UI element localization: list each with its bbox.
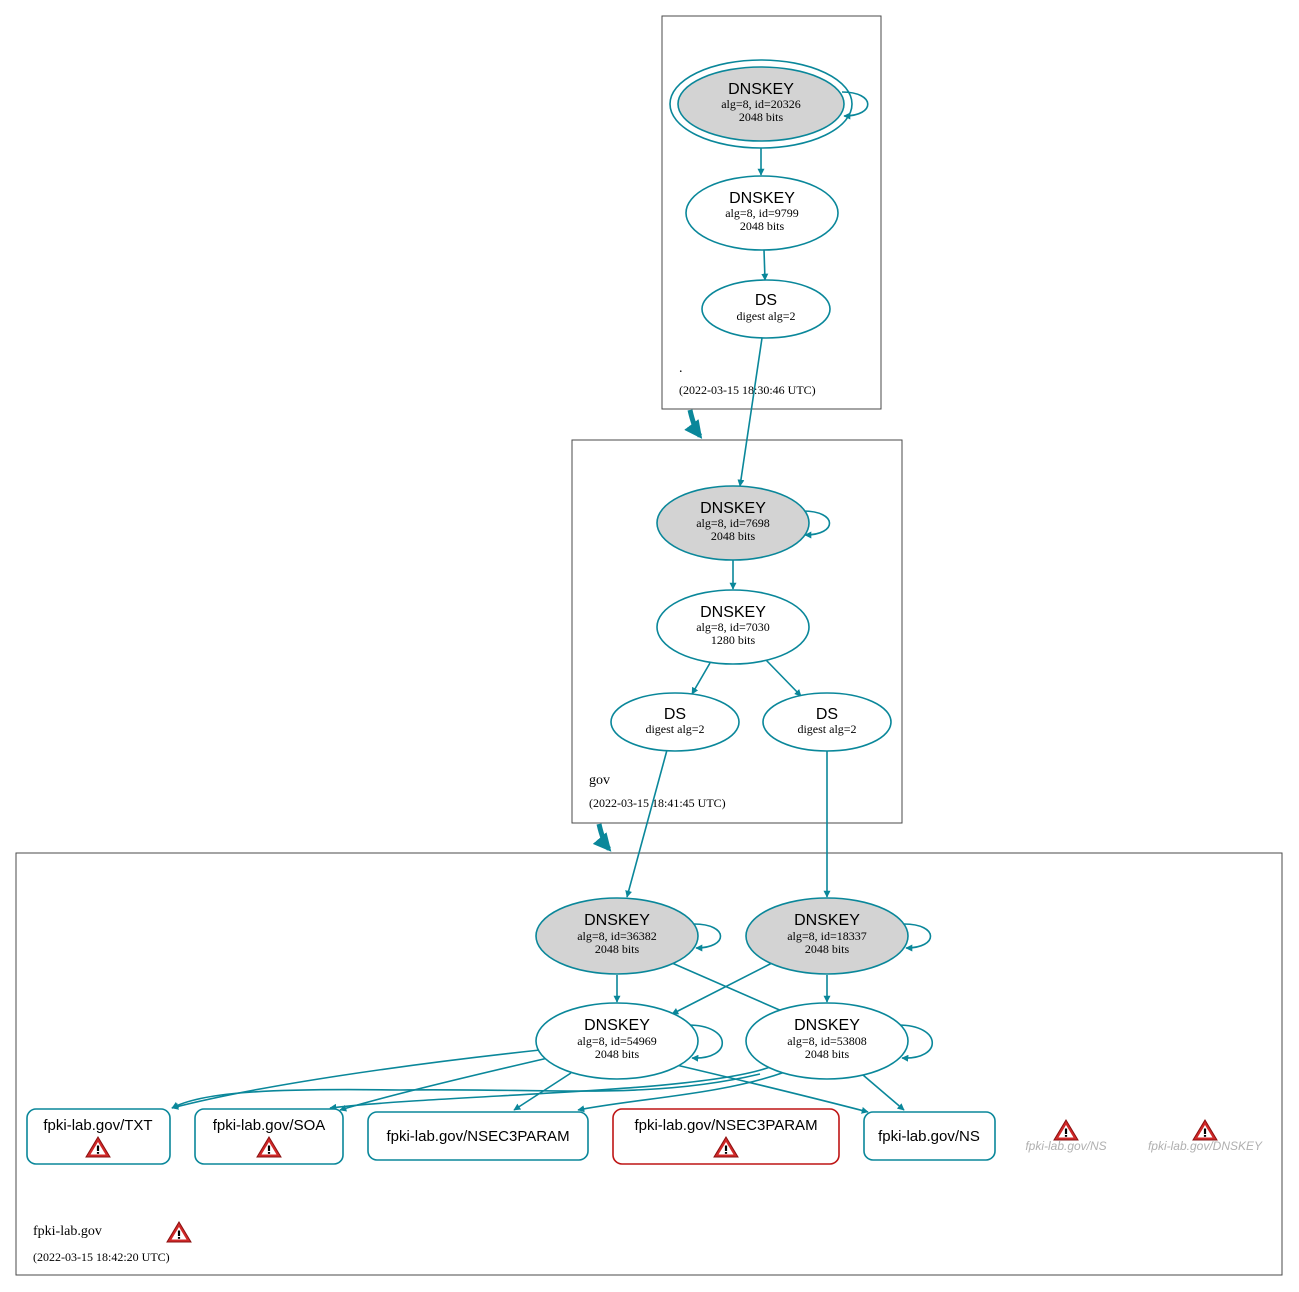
edge-f-zsk1-soa	[339, 1057, 549, 1112]
zone-box-root	[661, 15, 882, 410]
node-detail: 1280 bits	[711, 633, 756, 647]
missing-rrset-label: fpki-lab.gov/NS	[1025, 1139, 1106, 1153]
node-detail: 2048 bits	[805, 1047, 850, 1061]
node-type-label: DS	[816, 706, 838, 723]
node-type-label: DNSKEY	[728, 81, 794, 98]
node-fpki-ksk-1[interactable]: DNSKEY alg=8, id=36382 2048 bits	[535, 897, 699, 975]
rrset-label: fpki-lab.gov/NSEC3PARAM	[634, 1117, 817, 1134]
node-root-ksk[interactable]: DNSKEY alg=8, id=20326 2048 bits	[669, 59, 853, 149]
node-detail: digest alg=2	[736, 309, 795, 323]
rrset-nsec3param[interactable]: fpki-lab.gov/NSEC3PARAM	[367, 1111, 589, 1161]
zone-timestamp-fpki: (2022-03-15 18:42:20 UTC)	[33, 1250, 170, 1264]
node-detail: alg=8, id=54969	[577, 1034, 657, 1048]
edge-f-ksk2-self	[903, 923, 932, 952]
edge-f-zsk2-ns	[862, 1074, 905, 1111]
missing-rrset-ns[interactable]: fpki-lab.gov/NS	[1025, 1119, 1107, 1153]
node-detail: 2048 bits	[711, 529, 756, 543]
node-detail: alg=8, id=20326	[721, 97, 801, 111]
node-detail: digest alg=2	[645, 722, 704, 736]
node-detail: alg=8, id=9799	[725, 206, 799, 220]
zone-name-gov: gov	[589, 773, 610, 788]
rrset-ns[interactable]: fpki-lab.gov/NS	[863, 1111, 996, 1161]
node-gov-ds-1[interactable]: DS digest alg=2	[610, 692, 740, 752]
edge-f-zsk1-txt	[171, 1049, 541, 1110]
rrset-label: fpki-lab.gov/SOA	[213, 1117, 326, 1134]
node-detail: alg=8, id=53808	[787, 1034, 867, 1048]
node-detail: alg=8, id=7030	[696, 620, 770, 634]
node-detail: 2048 bits	[805, 942, 850, 956]
node-type-label: DNSKEY	[700, 604, 766, 621]
edge-f-zsk2-txt	[171, 1073, 761, 1109]
missing-rrset-dnskey[interactable]: fpki-lab.gov/DNSKEY	[1148, 1119, 1263, 1153]
edge-root-ds-gov-ksk	[737, 337, 763, 487]
node-detail: alg=8, id=36382	[577, 929, 657, 943]
delegation-arrow-root-gov	[684, 409, 703, 439]
node-type-label: DNSKEY	[794, 1017, 860, 1034]
node-type-label: DNSKEY	[700, 500, 766, 517]
node-root-zsk[interactable]: DNSKEY alg=8, id=9799 2048 bits	[685, 175, 839, 251]
edge-f-zsk2-soa	[329, 1066, 771, 1111]
node-fpki-ksk-2[interactable]: DNSKEY alg=8, id=18337 2048 bits	[745, 897, 909, 975]
node-type-label: DNSKEY	[584, 1017, 650, 1034]
rrset-label: fpki-lab.gov/NS	[878, 1128, 980, 1145]
zone-name-fpki: fpki-lab.gov	[33, 1224, 102, 1239]
zone-box-gov	[571, 439, 903, 824]
edge-f-ksk2-zsk1	[671, 962, 773, 1015]
node-detail: digest alg=2	[797, 722, 856, 736]
rrset-txt[interactable]: fpki-lab.gov/TXT	[26, 1108, 171, 1165]
edge-root-ksk-self	[841, 91, 869, 120]
node-fpki-zsk-1[interactable]: DNSKEY alg=8, id=54969 2048 bits	[535, 1002, 699, 1080]
edge-f-zsk2-nsec3param	[577, 1071, 786, 1113]
zone-timestamp-gov: (2022-03-15 18:41:45 UTC)	[589, 796, 726, 810]
delegation-arrow-gov-fpki	[592, 823, 612, 852]
node-root-ds[interactable]: DS digest alg=2	[701, 279, 831, 339]
node-detail: 2048 bits	[740, 219, 785, 233]
node-detail: alg=8, id=7698	[696, 516, 770, 530]
edge-f-ksk1-self	[693, 923, 722, 952]
edge-gov-ksk-self	[802, 510, 831, 539]
rrset-label: fpki-lab.gov/TXT	[43, 1117, 152, 1134]
edge-f-ksk1-zsk2	[671, 962, 792, 1016]
rrset-soa[interactable]: fpki-lab.gov/SOA	[194, 1108, 344, 1165]
node-detail: 2048 bits	[595, 942, 640, 956]
warning-icon	[1192, 1119, 1218, 1141]
node-gov-ds-2[interactable]: DS digest alg=2	[762, 692, 892, 752]
edge-gov-zsk-ds1	[691, 662, 711, 695]
zone-box-fpki	[15, 852, 1283, 1276]
node-type-label: DNSKEY	[729, 190, 795, 207]
node-detail: alg=8, id=18337	[787, 929, 867, 943]
node-gov-ksk[interactable]: DNSKEY alg=8, id=7698 2048 bits	[656, 485, 810, 561]
edge-f-zsk2-self	[897, 1024, 934, 1062]
rrset-nsec3param-error[interactable]: fpki-lab.gov/NSEC3PARAM	[612, 1108, 840, 1165]
rrset-label: fpki-lab.gov/NSEC3PARAM	[386, 1128, 569, 1145]
warning-icon	[1053, 1119, 1079, 1141]
node-type-label: DNSKEY	[794, 912, 860, 929]
node-fpki-zsk-2[interactable]: DNSKEY alg=8, id=53808 2048 bits	[745, 1002, 909, 1080]
node-detail: 2048 bits	[739, 110, 784, 124]
node-type-label: DNSKEY	[584, 912, 650, 929]
edge-gov-ds1-f-ksk1	[625, 749, 668, 898]
edge-f-zsk1-self	[687, 1024, 724, 1062]
zone-name-root: .	[679, 361, 683, 376]
missing-rrset-label: fpki-lab.gov/DNSKEY	[1148, 1139, 1263, 1153]
node-type-label: DS	[755, 292, 777, 309]
zone-warning-icon	[166, 1221, 192, 1243]
node-gov-zsk[interactable]: DNSKEY alg=8, id=7030 1280 bits	[656, 589, 810, 665]
zone-timestamp-root: (2022-03-15 18:30:46 UTC)	[679, 383, 816, 397]
edge-root-zsk-ds	[761, 249, 769, 281]
node-detail: 2048 bits	[595, 1047, 640, 1061]
edge-f-zsk1-ns	[671, 1063, 869, 1114]
node-type-label: DS	[664, 706, 686, 723]
edge-gov-zsk-ds2	[765, 659, 802, 697]
